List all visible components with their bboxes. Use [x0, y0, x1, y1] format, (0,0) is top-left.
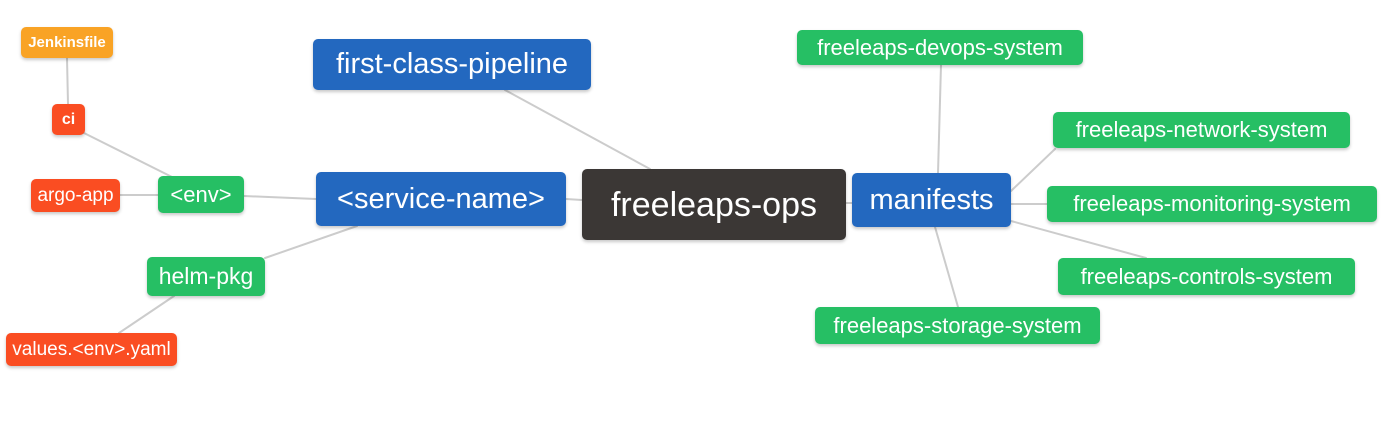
edge-manifests--freeleaps-devops-system	[937, 64, 942, 174]
edge-env--service-name	[243, 195, 317, 200]
edge-manifests--freeleaps-storage-system	[934, 226, 959, 308]
mindmap-node-freeleaps-controls-system[interactable]: freeleaps-controls-system	[1058, 258, 1355, 295]
edge-manifests--freeleaps-controls-system	[1010, 220, 1147, 259]
mindmap-node-env[interactable]: <env>	[158, 176, 244, 213]
mindmap-node-freeleaps-ops[interactable]: freeleaps-ops	[582, 169, 846, 240]
mindmap-node-freeleaps-network-system[interactable]: freeleaps-network-system	[1053, 112, 1350, 148]
mindmap-node-helm-pkg[interactable]: helm-pkg	[147, 257, 265, 296]
edge-service-name--freeleaps-ops	[565, 198, 583, 201]
mindmap-node-freeleaps-monitoring-system[interactable]: freeleaps-monitoring-system	[1047, 186, 1377, 222]
mindmap-node-service-name[interactable]: <service-name>	[316, 172, 566, 226]
edge-first-class-pipeline--freeleaps-ops	[504, 89, 651, 170]
edge-helm-pkg--values-env-yaml	[118, 295, 175, 334]
edge-ci--env	[83, 132, 173, 178]
mindmap-node-values-env-yaml[interactable]: values.<env>.yaml	[6, 333, 177, 366]
mindmap-node-jenkinsfile[interactable]: Jenkinsfile	[21, 27, 113, 58]
mindmap-node-manifests[interactable]: manifests	[852, 173, 1011, 227]
mindmap-node-argo-app[interactable]: argo-app	[31, 179, 120, 212]
edge-service-name--helm-pkg	[264, 225, 358, 259]
mindmap-node-freeleaps-storage-system[interactable]: freeleaps-storage-system	[815, 307, 1100, 344]
mindmap-node-freeleaps-devops-system[interactable]: freeleaps-devops-system	[797, 30, 1083, 65]
mindmap-node-ci[interactable]: ci	[52, 104, 85, 135]
edge-jenkinsfile--ci	[66, 57, 69, 105]
edge-manifests--freeleaps-network-system	[1010, 148, 1056, 192]
mindmap-node-first-class-pipeline[interactable]: first-class-pipeline	[313, 39, 591, 90]
